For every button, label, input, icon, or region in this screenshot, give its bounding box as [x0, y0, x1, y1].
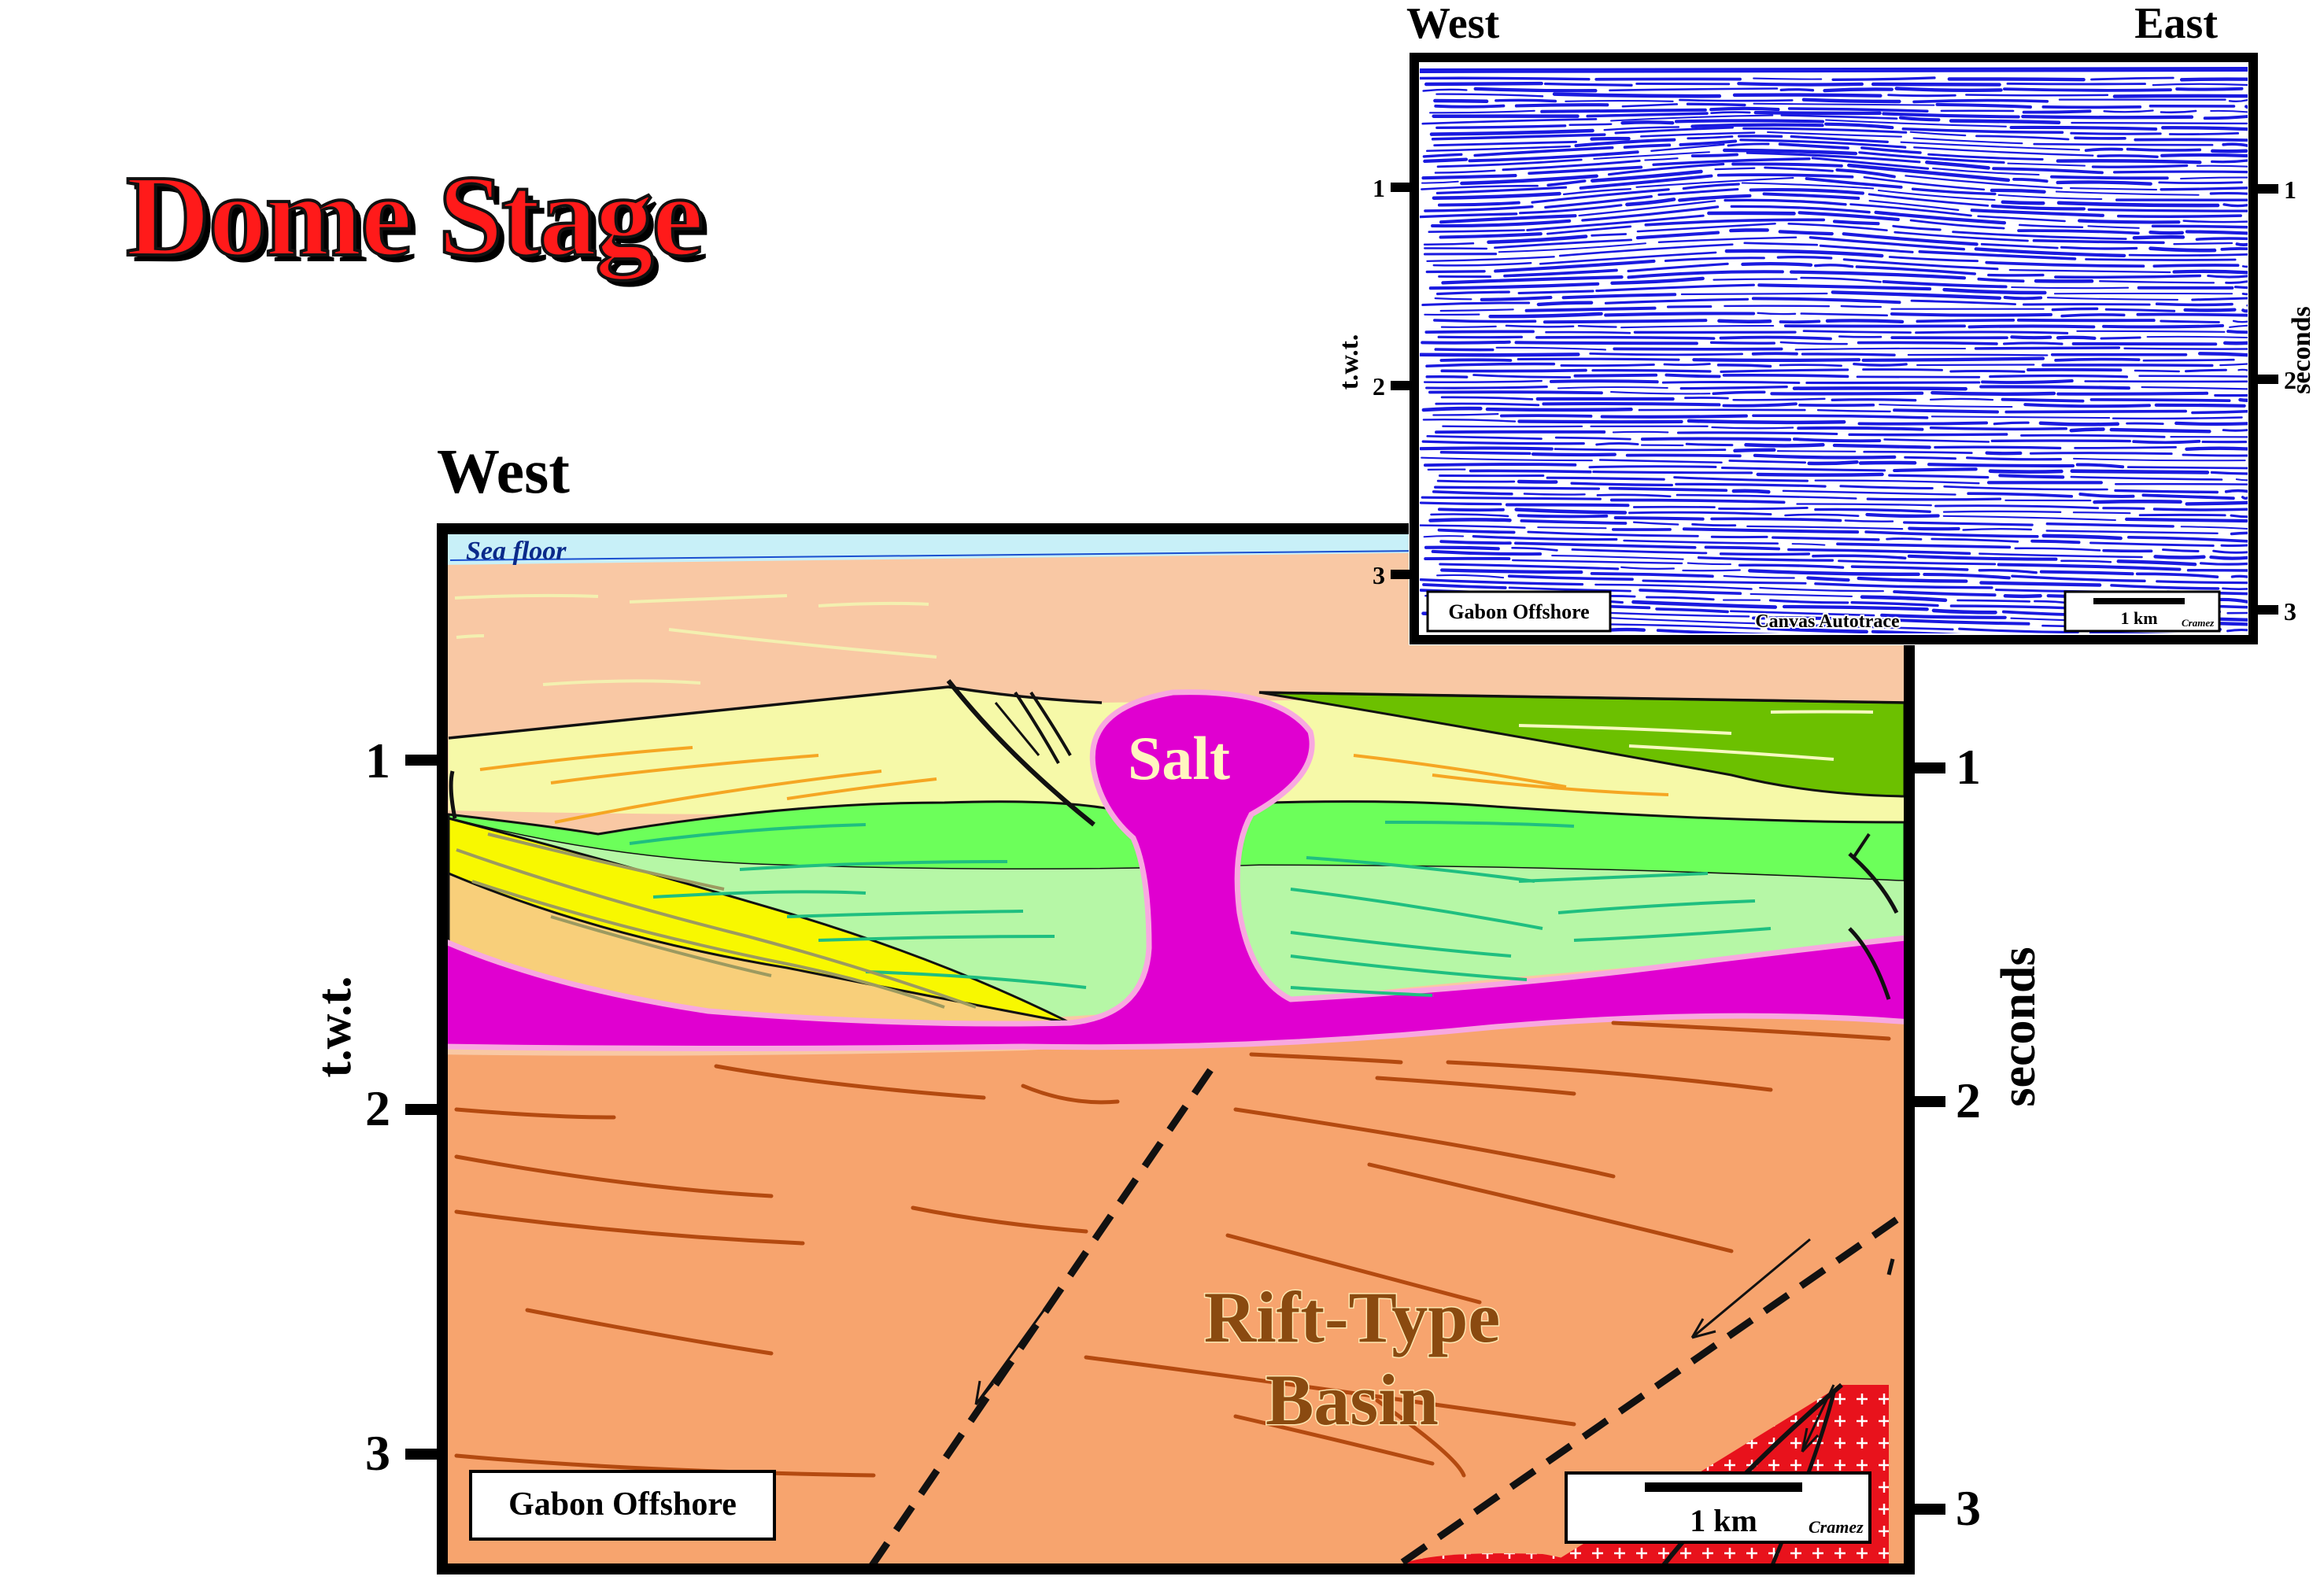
- main-tick-right-1: 1: [1956, 739, 1981, 795]
- fault-arrows: [974, 702, 1835, 1453]
- inset-tick-left-1: 1: [1373, 174, 1385, 202]
- main-location-label: Gabon Offshore: [508, 1486, 737, 1523]
- page-title: Dome Stage: [124, 150, 705, 282]
- seismic-inset: West East 1 2 3 1 2 3 t.w.t. seconds Gab…: [1335, 0, 2316, 645]
- green-sequence-reflectors: [629, 821, 1772, 997]
- main-left-axis-label: t.w.t.: [308, 976, 361, 1077]
- inset-location-box: [1426, 590, 1612, 633]
- basin-label-line1: Rift-Type: [1204, 1277, 1500, 1357]
- faults: [449, 679, 1899, 1569]
- main-location-box: [469, 1470, 776, 1541]
- sea-floor-label: Sea floor: [466, 537, 567, 566]
- inset-tick-left-2: 2: [1373, 372, 1385, 401]
- inset-location-label: Gabon Offshore: [1448, 600, 1589, 623]
- main-tick-right-2: 2: [1956, 1072, 1981, 1128]
- overburden-reflectors: [454, 593, 937, 686]
- inset-scale-label: 1 km: [2120, 608, 2157, 628]
- inset-scale-bar: [2093, 598, 2185, 604]
- inset-tick-right-3: 3: [2284, 597, 2296, 626]
- inset-frame: [1410, 53, 2258, 644]
- inset-tick-right-2: 2: [2284, 366, 2296, 394]
- main-right-axis-label: seconds: [1992, 947, 2045, 1106]
- main-section: West Sea floor 1 2 3 1 2 3 t.w.t. second…: [308, 437, 2045, 1574]
- inset-method-label: Canvas Autotrace: [1755, 611, 1900, 632]
- main-west-label: West: [437, 437, 570, 507]
- main-frame: [437, 523, 1915, 1574]
- inset-east-label: East: [2134, 0, 2218, 48]
- main-axis-ticks: [405, 755, 1945, 1515]
- inset-credit: Cramez: [2182, 617, 2215, 629]
- salt-diapir: [442, 689, 1909, 1051]
- inset-axis-ticks: [1391, 183, 2278, 615]
- main-scale-label: 1 km: [1690, 1503, 1757, 1538]
- inset-right-axis-label: seconds: [2287, 306, 2316, 393]
- main-tick-right-3: 3: [1956, 1480, 1981, 1536]
- basin-label-line2: Basin: [1265, 1360, 1439, 1440]
- seismic-reflectors: [1420, 67, 2248, 633]
- main-tick-left-2: 2: [365, 1080, 390, 1136]
- inset-tick-left-3: 3: [1373, 561, 1385, 589]
- main-scale-bar: [1645, 1482, 1802, 1492]
- main-tick-left-1: 1: [365, 733, 390, 788]
- main-credit: Cramez: [1809, 1517, 1864, 1537]
- basin-reflectors: [454, 1021, 1891, 1478]
- inset-left-axis-label: t.w.t.: [1335, 334, 1364, 390]
- inset-west-label: West: [1406, 0, 1500, 48]
- main-tick-left-3: 3: [365, 1425, 390, 1481]
- tan-wedge-layer: [447, 871, 1071, 1024]
- inset-tick-right-1: 1: [2284, 175, 2296, 204]
- salt-label: Salt: [1128, 724, 1230, 792]
- yellow-sequence-reflectors: [479, 746, 1669, 824]
